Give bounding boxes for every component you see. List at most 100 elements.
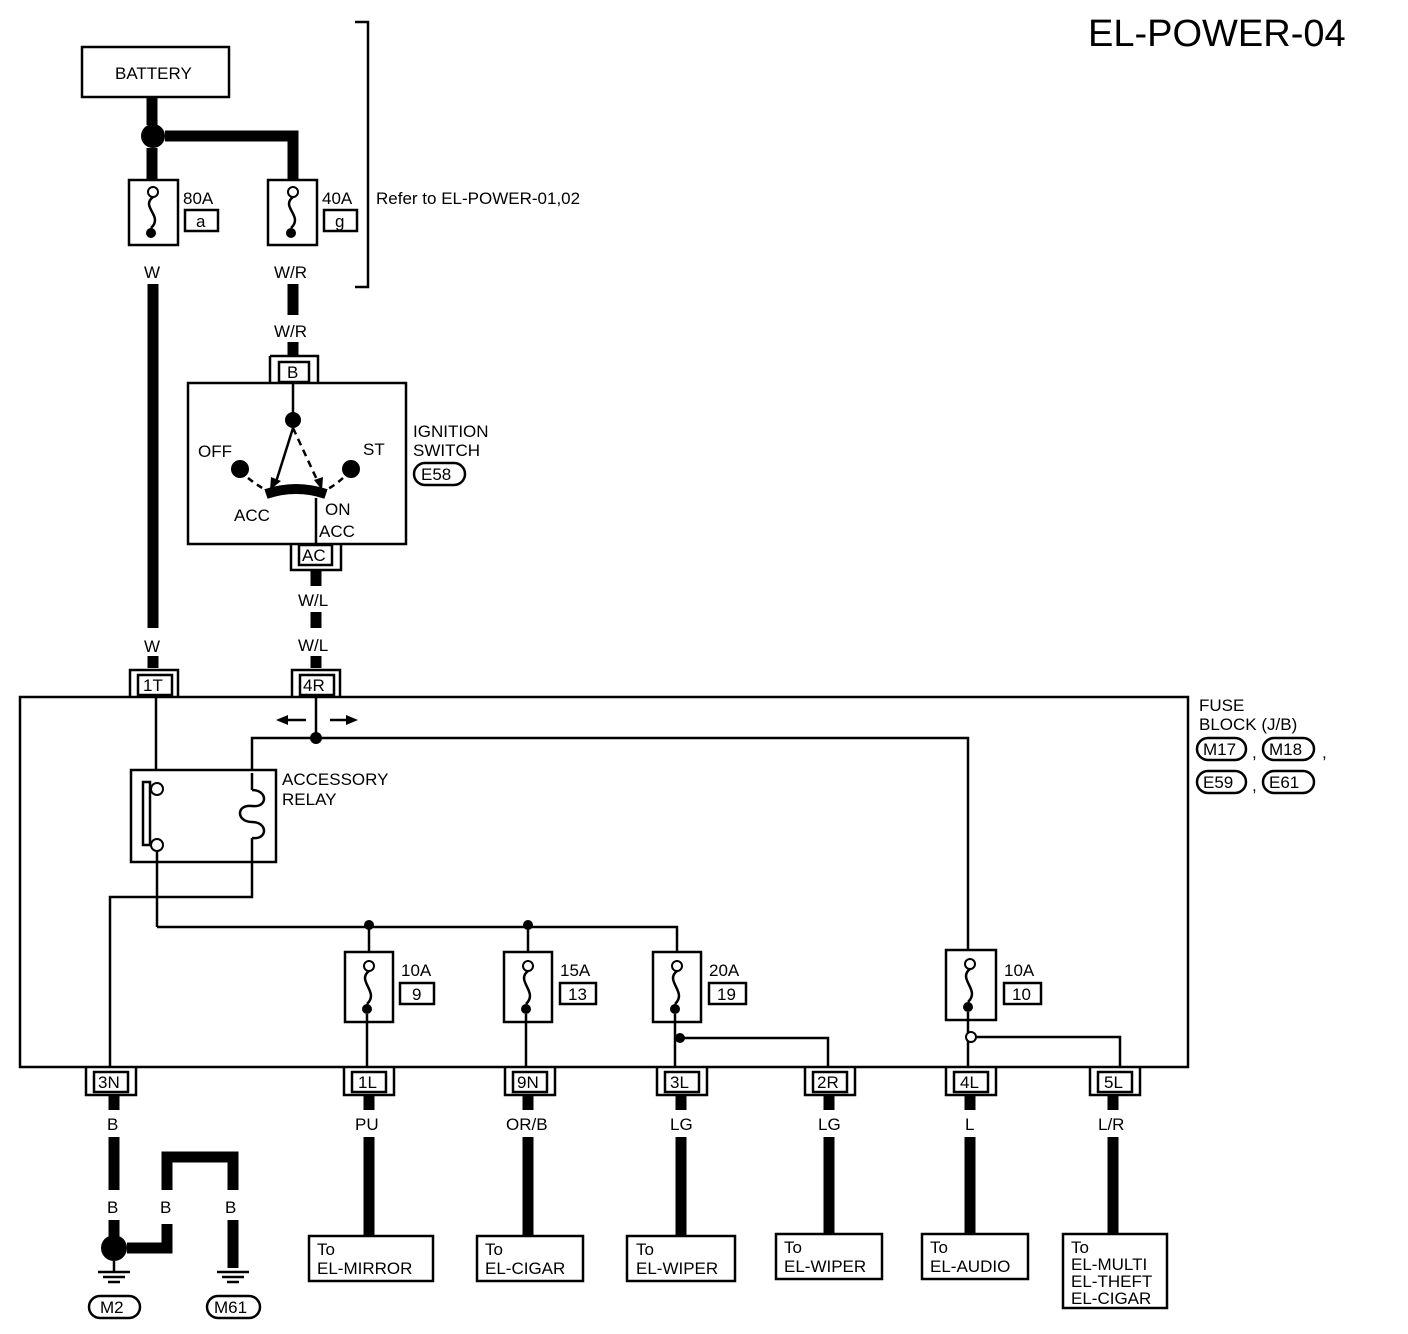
- fuse-10-number: 10: [1012, 985, 1031, 1004]
- destination-el-wiper-1: To EL-WIPER: [625, 1234, 737, 1283]
- fuse-9-number: 9: [412, 985, 421, 1004]
- fusible-link-g-id: g: [335, 212, 344, 231]
- wire-label-wl-top: W/L: [298, 591, 328, 610]
- fusible-link-g-rating: 40A: [322, 189, 353, 208]
- ignition-terminal-b: B: [287, 363, 298, 382]
- destination-el-cigar: To EL-CIGAR: [475, 1234, 585, 1283]
- wire-label-wl-bottom: W/L: [298, 636, 328, 655]
- fuse-13-number: 13: [568, 985, 587, 1004]
- relay-name-1: ACCESSORY: [282, 770, 388, 789]
- refer-note: Refer to EL-POWER-01,02: [376, 189, 580, 208]
- position-off: OFF: [198, 442, 232, 461]
- terminal-1t: 1T: [143, 676, 163, 695]
- destination-el-wiper-2: To EL-WIPER: [774, 1232, 884, 1281]
- ground-m61: M61: [214, 1298, 247, 1317]
- connector-e58: E58: [421, 465, 451, 484]
- terminal-4l: 4L: [960, 1073, 979, 1092]
- destination-to-2: To: [485, 1240, 503, 1259]
- destination-el-audio: To EL-AUDIO: [920, 1232, 1030, 1281]
- fuse-block: 1T 4R ACCESSORY RELAY: [18, 668, 1190, 1097]
- position-acc: ACC: [234, 506, 270, 525]
- wire-label-3n: B: [107, 1115, 118, 1134]
- position-st: ST: [363, 440, 385, 459]
- off-contact: [231, 460, 249, 478]
- wire-label-wr-bottom: W/R: [274, 322, 307, 341]
- wire-label-3l: LG: [670, 1115, 693, 1134]
- refer-bracket: [355, 20, 370, 289]
- position-on: ON: [325, 500, 351, 519]
- terminal-1l: 1L: [358, 1073, 377, 1092]
- ground-splice-dot: [101, 1235, 127, 1261]
- wire-label-4l: L: [965, 1115, 974, 1134]
- ground-wire-label-2: B: [160, 1198, 171, 1217]
- fusible-link-a-rating: 80A: [183, 189, 214, 208]
- destination-theft: EL-THEFT: [1071, 1272, 1152, 1291]
- ground-symbol-m61: M61: [205, 1270, 262, 1320]
- position-on-acc: ACC: [319, 522, 355, 541]
- destination-audio: EL-AUDIO: [930, 1257, 1010, 1276]
- fuse-19-rating: 20A: [709, 961, 740, 980]
- wire-label-w-bottom: W: [144, 637, 160, 656]
- wire-label-wr-top: W/R: [274, 263, 307, 282]
- st-contact: [342, 460, 360, 478]
- ground-m2: M2: [100, 1298, 124, 1317]
- wire-label-2r: LG: [818, 1115, 841, 1134]
- fusible-link-g: 40A g: [266, 178, 359, 247]
- bottom-terminal-2r: 2R: [803, 1067, 857, 1097]
- connector-m18: M18: [1269, 740, 1302, 759]
- destination-cigar: EL-CIGAR: [485, 1259, 565, 1278]
- connector-e61: E61: [1269, 773, 1299, 792]
- destination-to-1: To: [317, 1240, 335, 1259]
- fuse-13: 15A 13: [502, 950, 598, 1024]
- ignition-terminal-ac: AC: [302, 546, 326, 565]
- bottom-terminal-5l: 5L: [1088, 1067, 1142, 1097]
- connector-e58-badge: [412, 461, 467, 487]
- fuse-10-rating: 10A: [1004, 961, 1035, 980]
- destination-to-5: To: [930, 1238, 948, 1257]
- fuse-19: 20A 19: [651, 950, 748, 1024]
- battery: BATTERY: [80, 45, 231, 99]
- ignition-switch-name-1: IGNITION: [413, 422, 489, 441]
- fuse-block-name-2: BLOCK (J/B): [1199, 715, 1297, 734]
- connector-sep-2: ,: [1322, 743, 1327, 762]
- destination-mirror: EL-MIRROR: [317, 1259, 412, 1278]
- wire-label-w-top: W: [144, 263, 160, 282]
- fuse-9-rating: 10A: [401, 961, 432, 980]
- connector-sep-3: ,: [1252, 776, 1257, 795]
- destination-to-6: To: [1071, 1238, 1089, 1257]
- ignition-switch: B OFF ST ACC ON ACC AC: [186, 354, 408, 572]
- destination-wiper-1: EL-WIPER: [636, 1259, 718, 1278]
- bottom-terminal-1l: 1L: [342, 1067, 396, 1097]
- fusible-link-a: 80A a: [127, 178, 220, 247]
- terminal-2r: 2R: [817, 1073, 839, 1092]
- ground-wire-label-3: B: [225, 1198, 236, 1217]
- fuse-13-rating: 15A: [560, 961, 591, 980]
- ground-symbol-m2: M2: [87, 1261, 142, 1320]
- fuse-19-number: 19: [717, 985, 736, 1004]
- connector-sep-1: ,: [1252, 743, 1257, 762]
- terminal-3l: 3L: [670, 1073, 689, 1092]
- bottom-terminal-4l: 4L: [944, 1067, 998, 1097]
- relay-name-2: RELAY: [282, 790, 337, 809]
- destination-multi: EL-MULTI: [1071, 1255, 1147, 1274]
- connector-m17: M17: [1203, 740, 1236, 759]
- bottom-terminal-3l: 3L: [655, 1067, 709, 1097]
- battery-splice-dot: [141, 124, 165, 148]
- fuse-block-name-1: FUSE: [1199, 696, 1244, 715]
- ignition-switch-name-2: SWITCH: [413, 441, 480, 460]
- fuse-9: 10A 9: [343, 950, 436, 1024]
- wire-label-9n: OR/B: [506, 1115, 548, 1134]
- bottom-terminal-9n: 9N: [503, 1067, 557, 1097]
- accessory-relay: ACCESSORY RELAY: [129, 768, 388, 864]
- destination-to-4: To: [784, 1238, 802, 1257]
- destination-wiper-2: EL-WIPER: [784, 1257, 866, 1276]
- terminal-9n: 9N: [517, 1073, 539, 1092]
- destination-el-mirror: To EL-MIRROR: [307, 1234, 435, 1283]
- wire-label-1l: PU: [355, 1115, 379, 1134]
- fusible-link-a-id: a: [196, 212, 206, 231]
- diagram-title: EL-POWER-04: [1088, 13, 1346, 55]
- wire-label-5l: L/R: [1098, 1115, 1124, 1134]
- connector-e59: E59: [1203, 773, 1233, 792]
- terminal-3n: 3N: [98, 1073, 120, 1092]
